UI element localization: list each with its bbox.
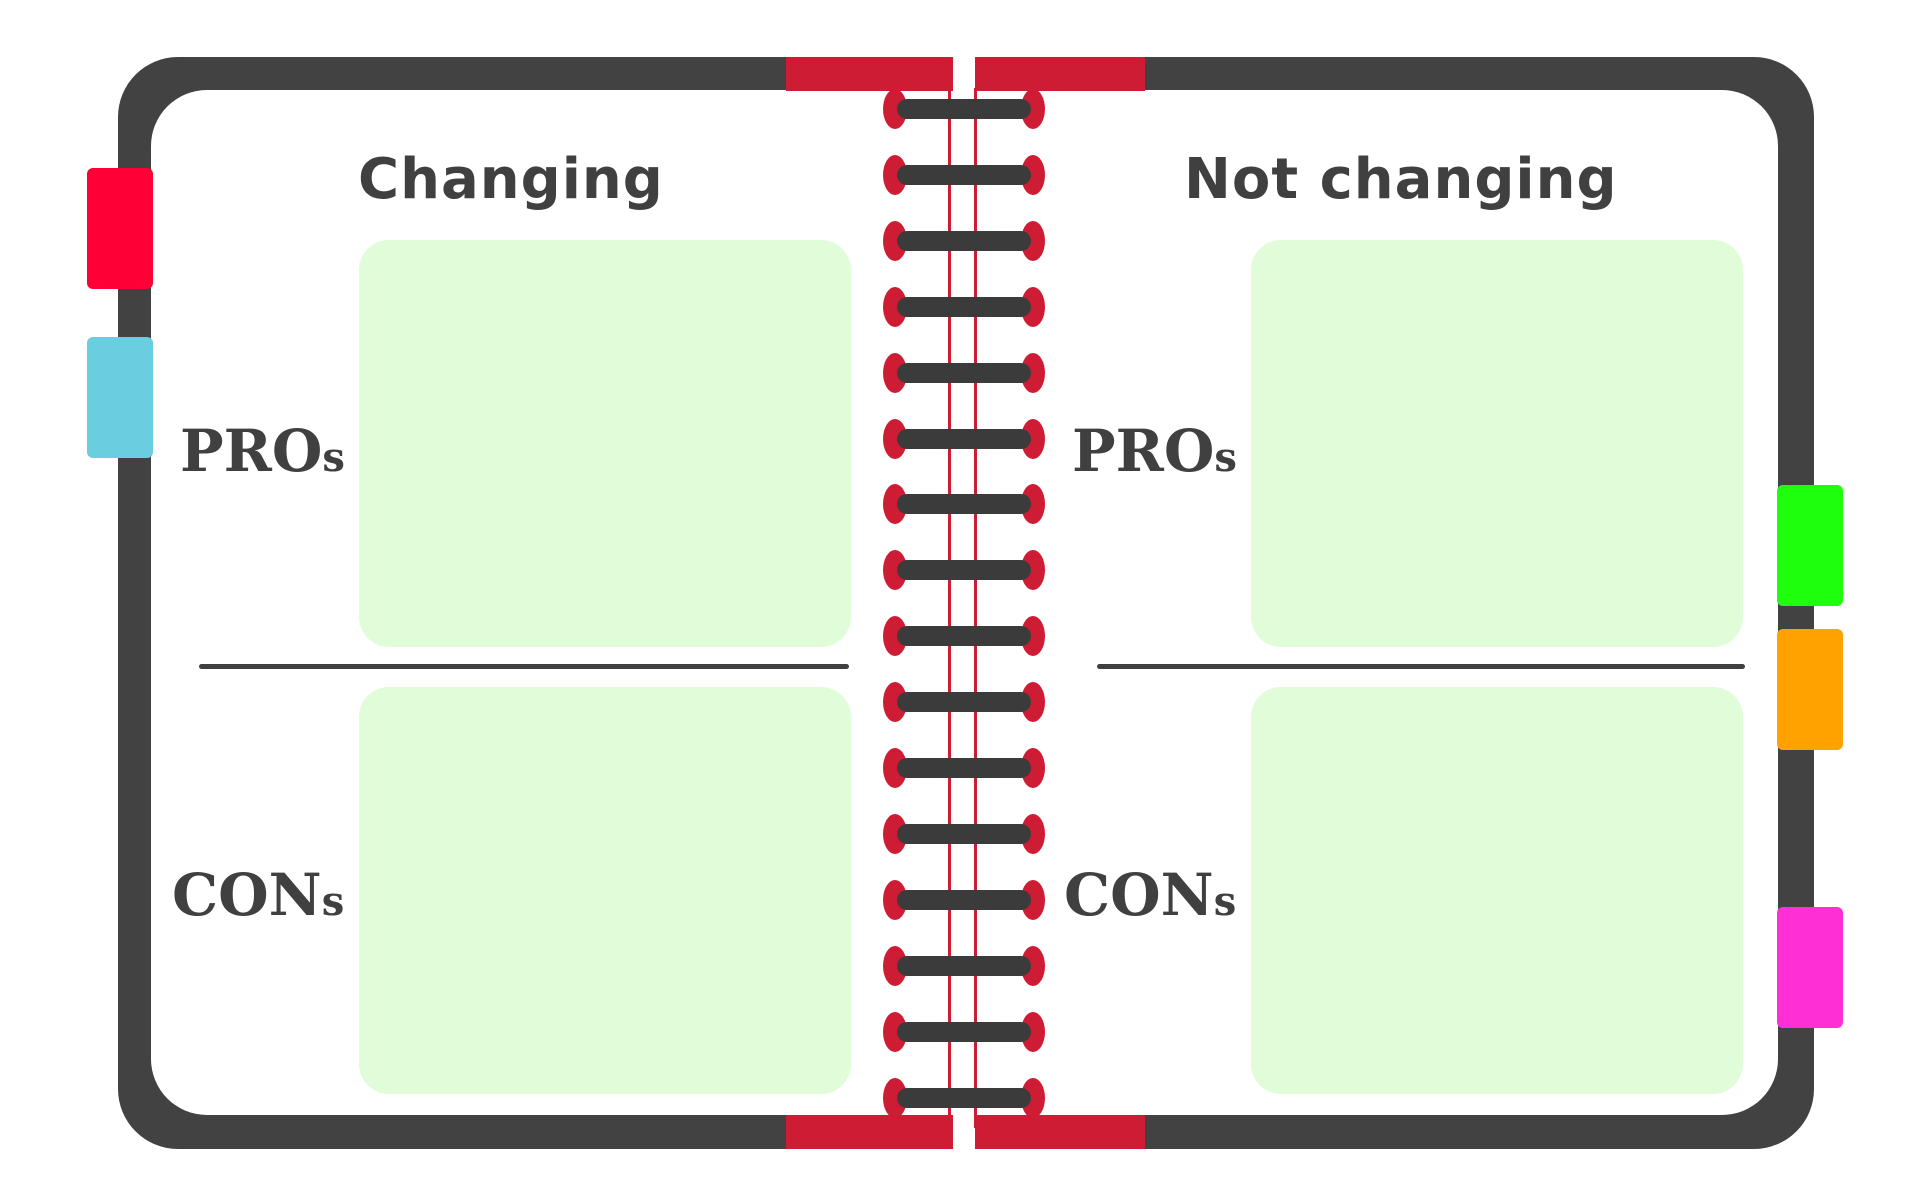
spiral-ring-wire [897, 560, 1031, 580]
spiral-ring [883, 419, 1045, 459]
bottom-spine-band-left [786, 1115, 954, 1149]
left-cons-label-text: CON [172, 861, 322, 929]
spiral-ring-wire [897, 626, 1031, 646]
spiral-ring-wire [897, 890, 1031, 910]
spiral-ring-wire [897, 1022, 1031, 1042]
right-cons-label-text: CON [1064, 861, 1214, 929]
spiral-ring [883, 155, 1045, 195]
divider-tab-blue[interactable] [87, 337, 153, 458]
right-pros-label-suffix: s [1214, 434, 1237, 481]
changing-pros-box[interactable] [359, 240, 851, 647]
spiral-ring-wire [897, 956, 1031, 976]
not-changing-heading: Not changing [1184, 147, 1618, 212]
spiral-ring-wire [897, 824, 1031, 844]
right-pros-label: PROs [1072, 422, 1237, 480]
spiral-ring-wire [897, 494, 1031, 514]
divider-tab-orange[interactable] [1777, 629, 1843, 750]
spiral-ring [883, 1012, 1045, 1052]
spiral-ring-wire [897, 165, 1031, 185]
top-spine-band-left [786, 57, 954, 91]
right-pros-label-text: PRO [1072, 417, 1215, 485]
spiral-ring [883, 221, 1045, 261]
spiral-ring [883, 748, 1045, 788]
spiral-ring [883, 550, 1045, 590]
spiral-ring-wire [897, 1088, 1031, 1108]
spine-gutter [953, 57, 975, 1149]
bottom-spine-band-right [975, 1115, 1145, 1149]
changing-cons-box[interactable] [359, 687, 851, 1094]
spiral-ring [883, 946, 1045, 986]
spiral-ring [883, 353, 1045, 393]
left-pros-label-suffix: s [322, 434, 345, 481]
spiral-ring [883, 89, 1045, 129]
spiral-ring-wire [897, 429, 1031, 449]
spiral-ring-wire [897, 758, 1031, 778]
spiral-ring [883, 1078, 1045, 1118]
spiral-ring [883, 880, 1045, 920]
spiral-line-right [974, 88, 977, 1128]
spiral-ring [883, 484, 1045, 524]
left-page-divider [199, 664, 849, 669]
spiral-ring-wire [897, 363, 1031, 383]
not-changing-pros-box[interactable] [1251, 240, 1743, 647]
divider-tab-red[interactable] [87, 168, 153, 289]
right-cons-label: CONs [1064, 866, 1236, 924]
spiral-ring [883, 616, 1045, 656]
spiral-ring [883, 287, 1045, 327]
spiral-ring-wire [897, 297, 1031, 317]
left-cons-label: CONs [172, 866, 344, 924]
spiral-ring [883, 814, 1045, 854]
right-page-divider [1097, 664, 1745, 669]
spiral-line-left [948, 88, 951, 1128]
spiral-ring-wire [897, 99, 1031, 119]
spiral-ring-wire [897, 692, 1031, 712]
right-cons-label-suffix: s [1213, 878, 1237, 925]
left-pros-label: PROs [180, 422, 345, 480]
left-pros-label-text: PRO [180, 417, 323, 485]
spiral-ring-wire [897, 231, 1031, 251]
divider-tab-green[interactable] [1777, 485, 1843, 606]
divider-tab-magenta[interactable] [1777, 907, 1843, 1028]
not-changing-cons-box[interactable] [1251, 687, 1743, 1094]
top-spine-band-right [975, 57, 1145, 91]
spiral-ring [883, 682, 1045, 722]
left-cons-label-suffix: s [321, 878, 345, 925]
changing-heading: Changing [358, 147, 664, 212]
